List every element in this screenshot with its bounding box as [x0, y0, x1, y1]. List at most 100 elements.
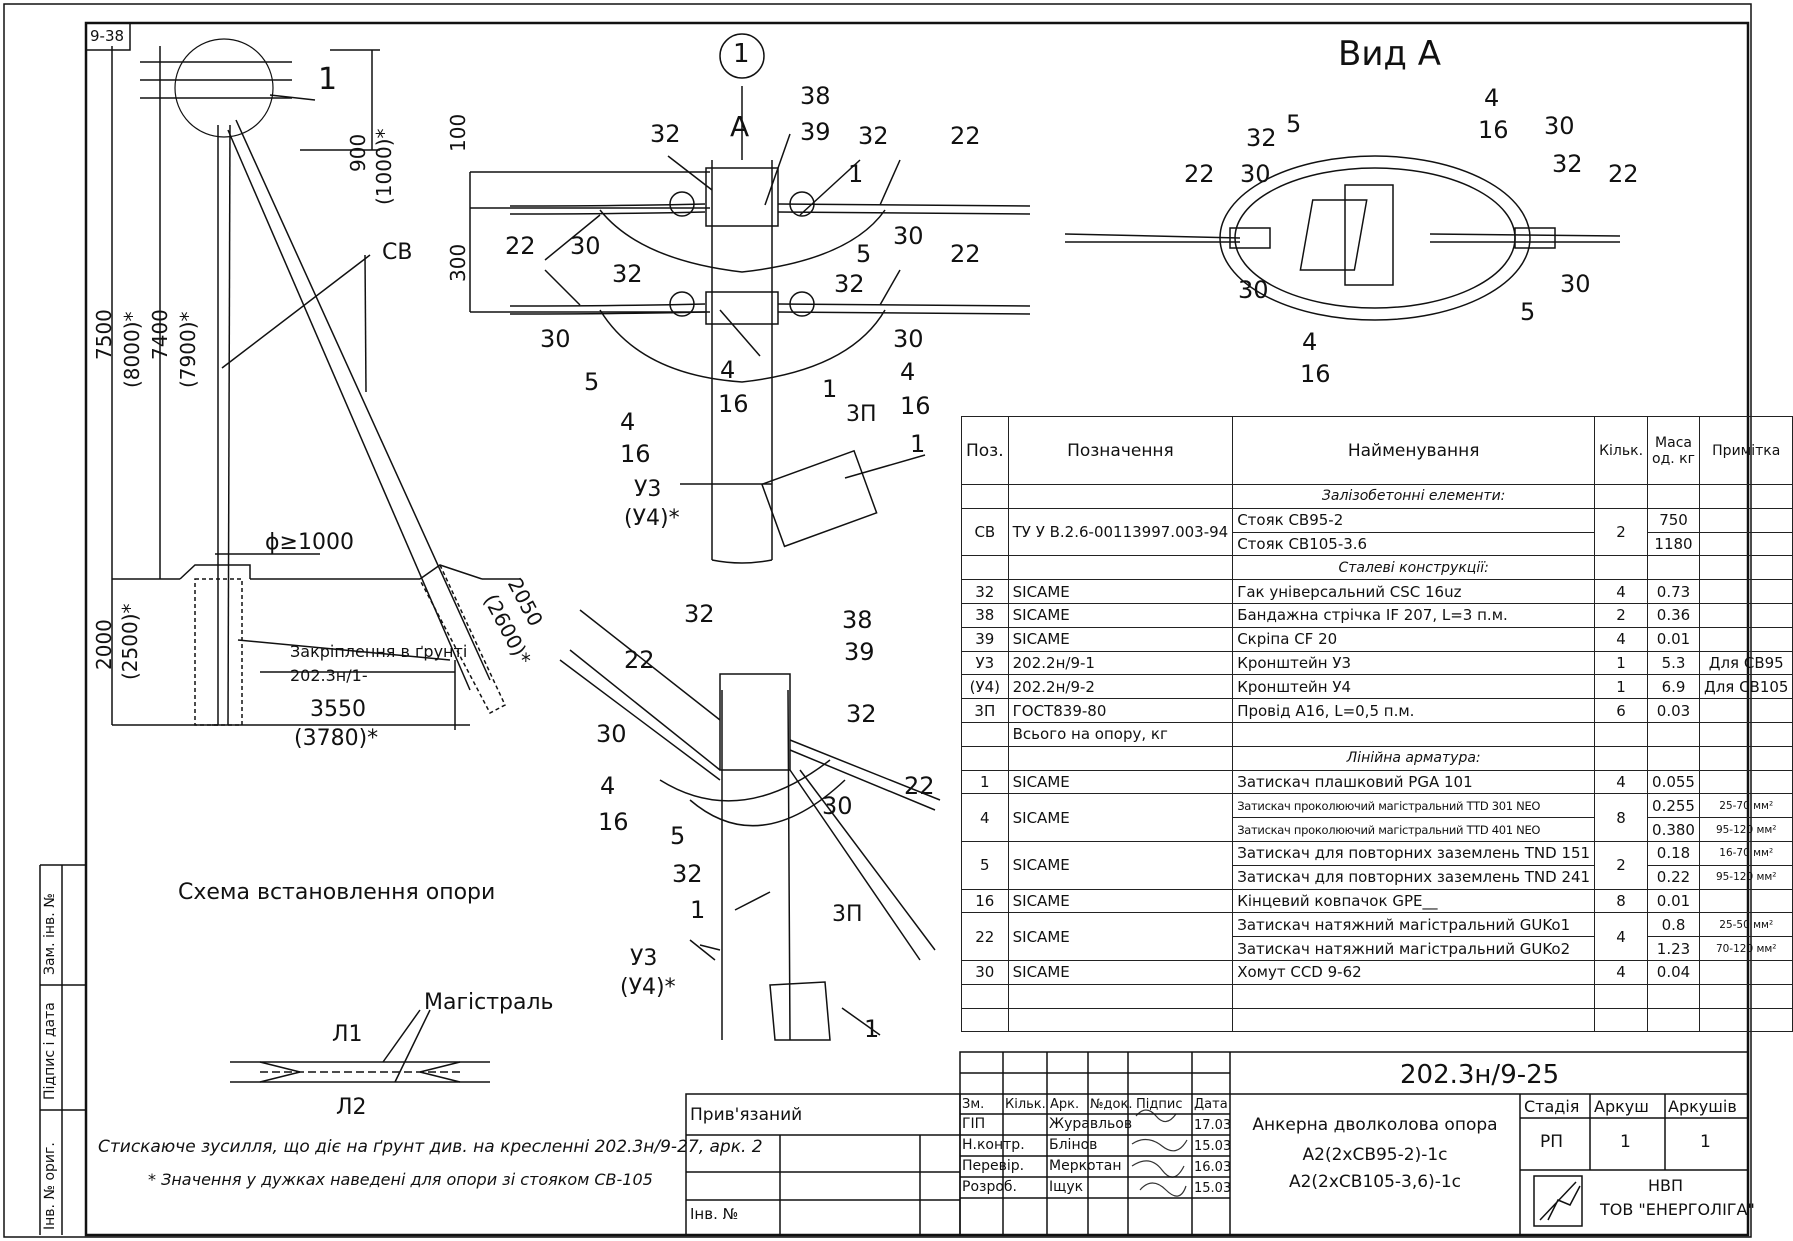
- spec-code: 202.2н/9-2: [1007, 674, 1234, 700]
- iso-callout-5: 5: [670, 822, 686, 850]
- signer-name-3: Іщук: [1049, 1179, 1084, 1195]
- spec-cell: [1698, 745, 1793, 771]
- sheets-value: 1: [1700, 1132, 1711, 1152]
- spec-section-row: Сталеві конструкції:: [961, 555, 1793, 581]
- spec-cell: [961, 484, 1009, 509]
- iso-callout-1b: 1: [864, 1015, 880, 1043]
- spec-cell: [1007, 745, 1234, 771]
- spec-mass: 1.23: [1647, 936, 1700, 961]
- spec-note: 95-120 мм²: [1698, 864, 1793, 890]
- sheet-ref: 9-38: [90, 27, 125, 45]
- spec-cell: [1007, 555, 1234, 581]
- sheet-value: 1: [1620, 1132, 1631, 1152]
- callout-1c: 1: [910, 430, 926, 458]
- spec-cell: [961, 555, 1009, 581]
- va-callout-4b: 4: [1302, 328, 1318, 356]
- iso-callout-22b: 22: [904, 772, 935, 800]
- callout-32b: 32: [858, 122, 889, 150]
- spec-section-title: Лінійна арматура:: [1232, 745, 1596, 771]
- spec-code: SICAME: [1007, 626, 1234, 652]
- callout-32d: 32: [834, 270, 865, 298]
- callout-4: 4: [720, 356, 736, 384]
- callout-5: 5: [856, 240, 872, 268]
- spec-code: 202.2н/9-1: [1007, 650, 1234, 676]
- stage-label: Стадія: [1524, 1097, 1580, 1116]
- spec-qty: 2: [1594, 602, 1649, 628]
- spec-mass: 0.01: [1647, 626, 1700, 652]
- spec-note: [1698, 888, 1793, 914]
- va-callout-22b: 22: [1608, 160, 1639, 188]
- spec-mass: 0.380: [1647, 817, 1700, 842]
- callout-30c: 30: [893, 222, 924, 250]
- spec-section-title: Сталеві конструкції:: [1232, 555, 1596, 581]
- spec-name: Затискач для повторних заземлень TND 151: [1232, 840, 1596, 866]
- iso-callout-39: 39: [844, 638, 875, 666]
- spec-note: [1698, 769, 1793, 795]
- header-name: Найменування: [1232, 416, 1596, 485]
- callout-30: 30: [570, 232, 601, 260]
- va-callout-5b: 5: [1520, 298, 1536, 326]
- va-callout-22: 22: [1184, 160, 1215, 188]
- spec-note: [1698, 721, 1793, 747]
- spec-row: Затискач для повторних заземлень TND 241…: [962, 864, 1793, 890]
- spec-name: Гак універсальний CSC 16uz: [1232, 579, 1596, 604]
- spec-note: [1698, 602, 1793, 628]
- signatures: [1131, 1109, 1188, 1197]
- spec-pos: СВ: [961, 507, 1009, 557]
- spec-mass: 1180: [1647, 531, 1700, 557]
- view-a-drawing: [1064, 155, 1621, 321]
- va-callout-30b: 30: [1544, 112, 1575, 140]
- callout-16: 16: [718, 390, 749, 418]
- spec-note: [1698, 626, 1793, 652]
- rev-h-sign: Підпис: [1136, 1097, 1183, 1112]
- spec-name: Стояк СВ95-2: [1232, 507, 1596, 533]
- label-anchoring-ref: 202.3н/1-: [290, 666, 368, 685]
- spec-note: [1698, 698, 1793, 723]
- spec-cell: [1007, 1007, 1234, 1033]
- rev-h-zm: Зм.: [962, 1097, 985, 1112]
- spec-mass: 5.3: [1647, 650, 1700, 676]
- callout-1b: 1: [822, 375, 838, 403]
- spec-code: SICAME: [1007, 912, 1234, 961]
- line-l1: Л1: [332, 1022, 363, 1047]
- va-callout-16: 16: [1478, 116, 1509, 144]
- spec-name: Затискач натяжний магістральний GUKo2: [1232, 936, 1596, 961]
- spec-mass: 0.055: [1647, 769, 1700, 795]
- callout-4b: 4: [620, 408, 636, 436]
- spec-mass: 0.01: [1647, 888, 1700, 914]
- spec-empty-row: [961, 983, 1793, 1009]
- spec-pos: 16: [961, 888, 1009, 914]
- spec-mass: 6.9: [1647, 674, 1700, 700]
- spec-qty: 8: [1594, 793, 1649, 842]
- iso-callout-32b: 32: [846, 700, 877, 728]
- spec-row: Затискач натяжний магістральний GUKo2 1.2…: [962, 936, 1793, 961]
- header-qty: Кільк.: [1594, 416, 1649, 485]
- signer-role-3: Розроб.: [962, 1179, 1017, 1195]
- va-callout-16b: 16: [1300, 360, 1331, 388]
- spec-name: Затискач проколюючий магістральний TTD 4…: [1232, 817, 1596, 842]
- spec-note: 16-70 мм²: [1698, 840, 1793, 866]
- spec-qty: [1594, 721, 1649, 747]
- spec-mass: 0.03: [1647, 698, 1700, 723]
- spec-pos: 4: [961, 793, 1009, 842]
- header-mass: Маса од. кг: [1647, 416, 1700, 485]
- spec-cell: [1232, 1007, 1596, 1033]
- spec-row: Всього на опору, кг: [961, 721, 1793, 747]
- spec-section-title: Залізобетонні елементи:: [1232, 484, 1596, 509]
- header-code: Позначення: [1007, 416, 1234, 485]
- spec-name: Скріпа CF 20: [1232, 626, 1596, 652]
- doc-number: 202.3н/9-25: [1400, 1060, 1560, 1090]
- spec-section-row: Лінійна арматура:: [961, 745, 1793, 771]
- label-sv: СВ: [382, 240, 413, 265]
- spec-mass: 0.22: [1647, 864, 1700, 890]
